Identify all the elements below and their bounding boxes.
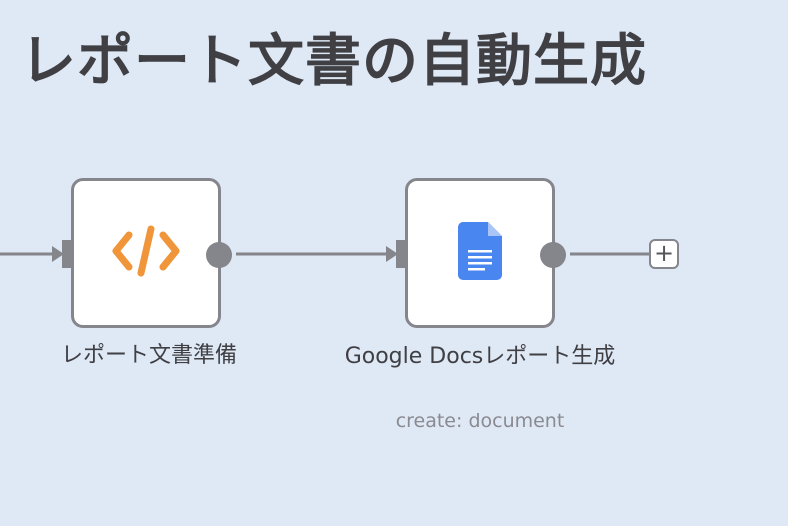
code-node-output-port[interactable] [206, 242, 232, 268]
incoming-arrow-head [52, 246, 64, 262]
code-node[interactable] [71, 178, 232, 328]
connection-arrow-head [386, 246, 398, 262]
code-node-label: レポート文書準備 [60, 343, 237, 368]
google-docs-node[interactable] [405, 178, 566, 328]
add-node-button[interactable]: + [649, 239, 679, 269]
code-node-input-port[interactable] [62, 240, 72, 268]
google-docs-icon [458, 222, 502, 284]
docs-node-output-port[interactable] [540, 242, 566, 268]
google-docs-node-label: Google Docsレポート生成 [344, 344, 616, 369]
docs-node-input-port[interactable] [396, 240, 406, 268]
workflow-title: レポート文書の自動生成 [20, 29, 647, 94]
code-icon [111, 223, 181, 283]
google-docs-node-subtitle: create: document [395, 410, 565, 432]
